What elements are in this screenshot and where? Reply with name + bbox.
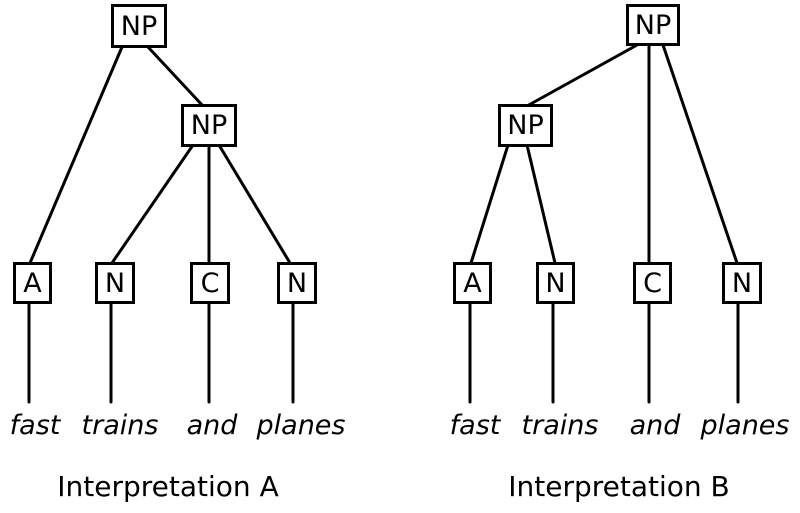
tree-a-edge-root-to-a	[28, 45, 124, 265]
tree-b-leaf-fast: fast	[449, 410, 501, 441]
tree-a-caption: Interpretation A	[57, 470, 279, 503]
tree-b-edge-root-to-n2	[661, 43, 739, 265]
tree-a-edge-np-to-n2	[217, 143, 292, 265]
tree-b-node-n1: N	[536, 262, 575, 304]
tree-b-caption: Interpretation B	[508, 470, 730, 503]
tree-a-node-n1: N	[95, 262, 135, 304]
tree-b-leaf-trains: trains	[521, 410, 599, 441]
tree-a-node-root-np: NP	[111, 4, 167, 48]
tree-b-node-root-np: NP	[626, 4, 680, 46]
tree-a-edge-root-to-np	[146, 45, 205, 108]
tree-b-edge-np-to-a	[469, 143, 510, 265]
tree-a-edge-np-to-n1	[110, 143, 195, 265]
tree-a-node-a: A	[13, 262, 52, 304]
tree-b-edge-np-to-n1	[525, 143, 557, 265]
tree-a-node-c: C	[190, 262, 230, 304]
tree-b-node-c: C	[633, 262, 672, 304]
tree-a-leaf-planes: planes	[256, 410, 346, 441]
tree-a-leaf-and: and	[186, 410, 238, 441]
tree-b-edge-root-to-np	[525, 43, 639, 108]
tree-a-leaf-fast: fast	[9, 410, 61, 441]
tree-a-leaf-trains: trains	[81, 410, 159, 441]
tree-b-leaf-planes: planes	[700, 410, 790, 441]
tree-b-node-inner-np: NP	[498, 104, 553, 147]
tree-b-node-a: A	[453, 262, 492, 304]
tree-b-node-n2: N	[722, 262, 762, 304]
tree-a-node-n2: N	[277, 262, 317, 304]
tree-a-node-inner-np: NP	[181, 104, 237, 147]
tree-b-leaf-and: and	[629, 410, 681, 441]
